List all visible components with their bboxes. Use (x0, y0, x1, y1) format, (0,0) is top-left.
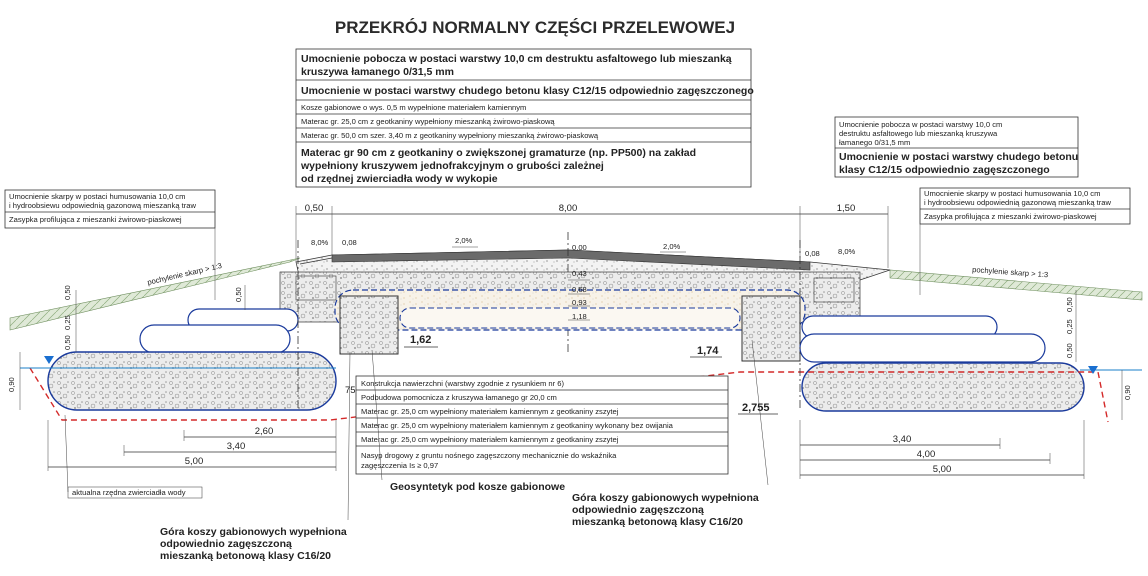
elev-174: 1,74 (697, 345, 719, 357)
zwierciadlo-box (67, 486, 203, 499)
left-slope-callout: Umocnienie skarpy w postaci humusowania … (4, 189, 216, 229)
note-geosyntetyk: Geosyntetyk pod kosze gabionowe (390, 481, 565, 493)
slope-label-right: pochylenie skarp > 1:3 (972, 265, 1049, 279)
leader-lines (64, 224, 921, 521)
vdim-left-050c: 0,50 (234, 287, 243, 302)
right-vertical-dims: 0,50 0,25 0,50 0,90 (1065, 290, 1132, 420)
left-vertical-dims: 0,50 0,25 0,50 0,50 0,90 (7, 285, 246, 410)
slope-right-2: 2,0% (663, 242, 681, 251)
right-callout-box: Umocnienie pobocza w postaci warstwy 10,… (834, 116, 1079, 178)
bottom-callout-table: Konstrukcja nawierzchni (warstwy zgodnie… (355, 375, 729, 475)
elev-750: 75,0 (345, 385, 364, 396)
water-marker-right-icon (1088, 366, 1098, 374)
excavation-line (29, 367, 1109, 423)
callout-right-2a: Umocnienie w postaci warstwy chudego bet… (839, 151, 1078, 163)
slope-left-8: 8,0% (311, 238, 329, 247)
dim-008-left: 0,08 (342, 238, 357, 247)
bdim-500-right: 5,00 (933, 464, 952, 475)
callout-rslope-1a: Umocnienie skarpy w postaci humusowania … (924, 189, 1100, 198)
depth-093: 0,93 (572, 298, 587, 307)
callout-top-6b: wypełniony kruszywem jednofrakcyjnym o g… (300, 160, 604, 172)
callout-top-2: Umocnienie w postaci warstwy chudego bet… (301, 85, 754, 97)
note-zwierciadlo: aktualna rzędna zwierciadła wody (72, 488, 186, 497)
slope-left-2: 2,0% (455, 236, 473, 245)
elev-2755: 2,755 (742, 402, 770, 414)
top-dimensions: 0,50 8,00 1,50 8,0% 0,08 2,0% 0,00 2,0% … (295, 203, 889, 268)
callout-rslope-1b: i hydroobsiewu odpowiednią gazonową mies… (924, 198, 1112, 207)
note-gora-left-1: Góra koszy gabionowych wypełniona (160, 526, 347, 538)
right-mattresses (799, 315, 1085, 412)
left-slope (9, 257, 301, 331)
callout-top-5: Materac gr. 50,0 cm szer. 3,40 m z geotk… (301, 131, 599, 140)
bdim-340-left: 3,40 (227, 441, 246, 452)
callout-top-1a: Umocnienie pobocza w postaci warstwy 10,… (301, 53, 732, 65)
vdim-right-050a: 0,50 (1065, 297, 1074, 312)
callout-top-1b: kruszywa łamanego 0/31,5 mm (301, 66, 454, 78)
callout-bottom-6a: Nasyp drogowy z gruntu nośnego zagęszczo… (361, 451, 617, 460)
callout-left-1b: i hydroobsiewu odpowiednią gazonową mies… (9, 201, 197, 210)
callout-bottom-5: Materac gr. 25,0 cm wypełniony materiałe… (361, 435, 619, 444)
water-marker-left-icon (44, 356, 54, 364)
bottom-dims-left: 2,60 3,40 5,00 (47, 420, 337, 471)
callout-right-1b: destruktu asfaltowego lub mieszanką krus… (839, 129, 998, 138)
road-core (279, 271, 861, 362)
callout-bottom-6b: zagęszczenia Is ≥ 0,97 (361, 461, 438, 470)
note-gora-right-1: Góra koszy gabionowych wypełniona (572, 492, 759, 504)
left-mattresses (47, 308, 337, 411)
note-gora-right-3: mieszanką betonową klasy C16/20 (572, 516, 743, 528)
slope-right-8: 8,0% (838, 247, 856, 256)
elev-162: 1,62 (410, 334, 431, 346)
bdim-400: 4,00 (917, 449, 936, 460)
dim-150: 1,50 (837, 203, 856, 214)
callout-bottom-4: Materac gr. 25,0 cm wypełniony materiałe… (361, 421, 674, 430)
callout-left-2: Zasypka profilująca z mieszanki żwirowo-… (9, 215, 182, 224)
dim-050-top: 0,50 (305, 203, 324, 214)
vdim-right-025: 0,25 (1065, 319, 1074, 334)
vdim-left-050a: 0,50 (63, 285, 72, 300)
vdim-left-050b: 0,50 (63, 335, 72, 350)
callout-right-1c: łamanego 0/31,5 mm (839, 138, 910, 147)
callout-top-6c: od rzędnej zwierciadła wody w wykopie (301, 173, 498, 185)
right-slope-callout: Umocnienie skarpy w postaci humusowania … (919, 187, 1131, 225)
bottom-dims-right: 3,40 4,00 5,00 (799, 420, 1085, 479)
depth-118: 1,18 (572, 312, 587, 321)
dim-800: 8,00 (559, 203, 578, 214)
callout-left-1a: Umocnienie skarpy w postaci humusowania … (9, 192, 185, 201)
dim-008-right: 0,08 (805, 249, 820, 258)
drawing-title: PRZEKRÓJ NORMALNY CZĘŚCI PRZELEWOWEJ (335, 18, 735, 37)
callout-bottom-1: Konstrukcja nawierzchni (warstwy zgodnie… (361, 379, 564, 388)
bdim-500-left: 5,00 (185, 456, 204, 467)
top-callout-table: Umocnienie pobocza w postaci warstwy 10,… (295, 48, 754, 188)
note-gora-right-2: odpowiednio zagęszczoną (572, 504, 704, 516)
vdim-left-090: 0,90 (7, 377, 16, 392)
note-gora-left-2: odpowiednio zagęszczoną (160, 538, 292, 550)
elevation-marks: 1,62 1,74 2,755 75,0 (345, 334, 778, 415)
vdim-right-090: 0,90 (1123, 385, 1132, 400)
callout-right-1a: Umocnienie pobocza w postaci warstwy 10,… (839, 120, 1002, 129)
dim-000: 0,00 (572, 243, 587, 252)
callout-rslope-2: Zasypka profilująca z mieszanki żwirowo-… (924, 212, 1097, 221)
vdim-right-050b: 0,50 (1065, 343, 1074, 358)
bdim-340-right: 3,40 (893, 434, 912, 445)
depth-068: 0,68 (572, 285, 587, 294)
callout-top-6a: Materac gr 90 cm z geotkaniny o zwiększo… (301, 147, 696, 159)
callout-top-3: Kosze gabionowe o wys. 0,5 m wypełnione … (301, 103, 526, 112)
callout-bottom-3: Materac gr. 25,0 cm wypełniony materiałe… (361, 407, 619, 416)
right-slope (889, 269, 1143, 301)
vdim-left-025: 0,25 (63, 315, 72, 330)
callout-right-2b: klasy C12/15 odpowiednio zagęszczonego (839, 164, 1050, 176)
callout-bottom-2: Podbudowa pomocnicza z kruszywa łamanego… (361, 393, 557, 402)
note-gora-left-3: mieszanką betonową klasy C16/20 (160, 550, 331, 562)
bdim-260: 2,60 (255, 426, 274, 437)
layer-depths: 0,43 0,68 0,93 1,18 (568, 269, 590, 321)
depth-043: 0,43 (572, 269, 587, 278)
callout-top-4: Materac gr. 25,0 cm z geotkaniny wypełni… (301, 117, 555, 126)
